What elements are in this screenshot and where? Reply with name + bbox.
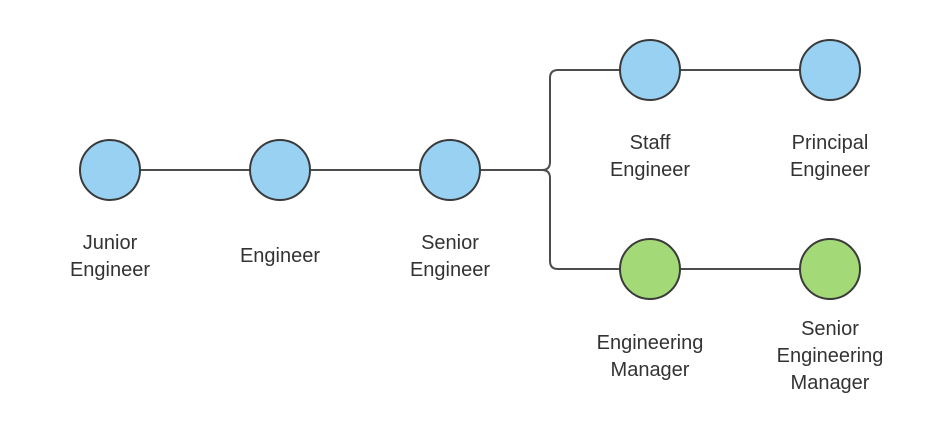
label-line: Engineer — [609, 159, 691, 181]
label-line: Engineer — [789, 159, 871, 181]
label-line: Manager — [790, 372, 870, 394]
label-line: Engineering — [596, 332, 704, 354]
label-line: Engineer — [69, 259, 151, 281]
label-engineer: Engineer — [200, 243, 360, 270]
label-line: Manager — [610, 359, 690, 381]
label-line: Principal — [791, 132, 869, 154]
label-line: Engineering — [776, 345, 884, 367]
node-junior-engineer — [79, 139, 141, 201]
node-senior-engineering-manager — [799, 238, 861, 300]
label-line: Engineer — [239, 245, 321, 267]
connector-layer — [140, 69, 800, 270]
node-engineering-manager — [619, 238, 681, 300]
label-line: Senior — [421, 232, 479, 254]
node-layer — [79, 39, 861, 300]
node-staff-engineer — [619, 39, 681, 101]
label-line: Engineer — [409, 259, 491, 281]
label-line: Junior — [82, 232, 138, 254]
label-line: Staff — [629, 132, 671, 154]
connector-senior-engineer-to-engineering-manager — [480, 169, 620, 270]
node-senior-engineer — [419, 139, 481, 201]
node-engineer — [249, 139, 311, 201]
node-principal-engineer — [799, 39, 861, 101]
label-line: Senior — [801, 318, 859, 340]
